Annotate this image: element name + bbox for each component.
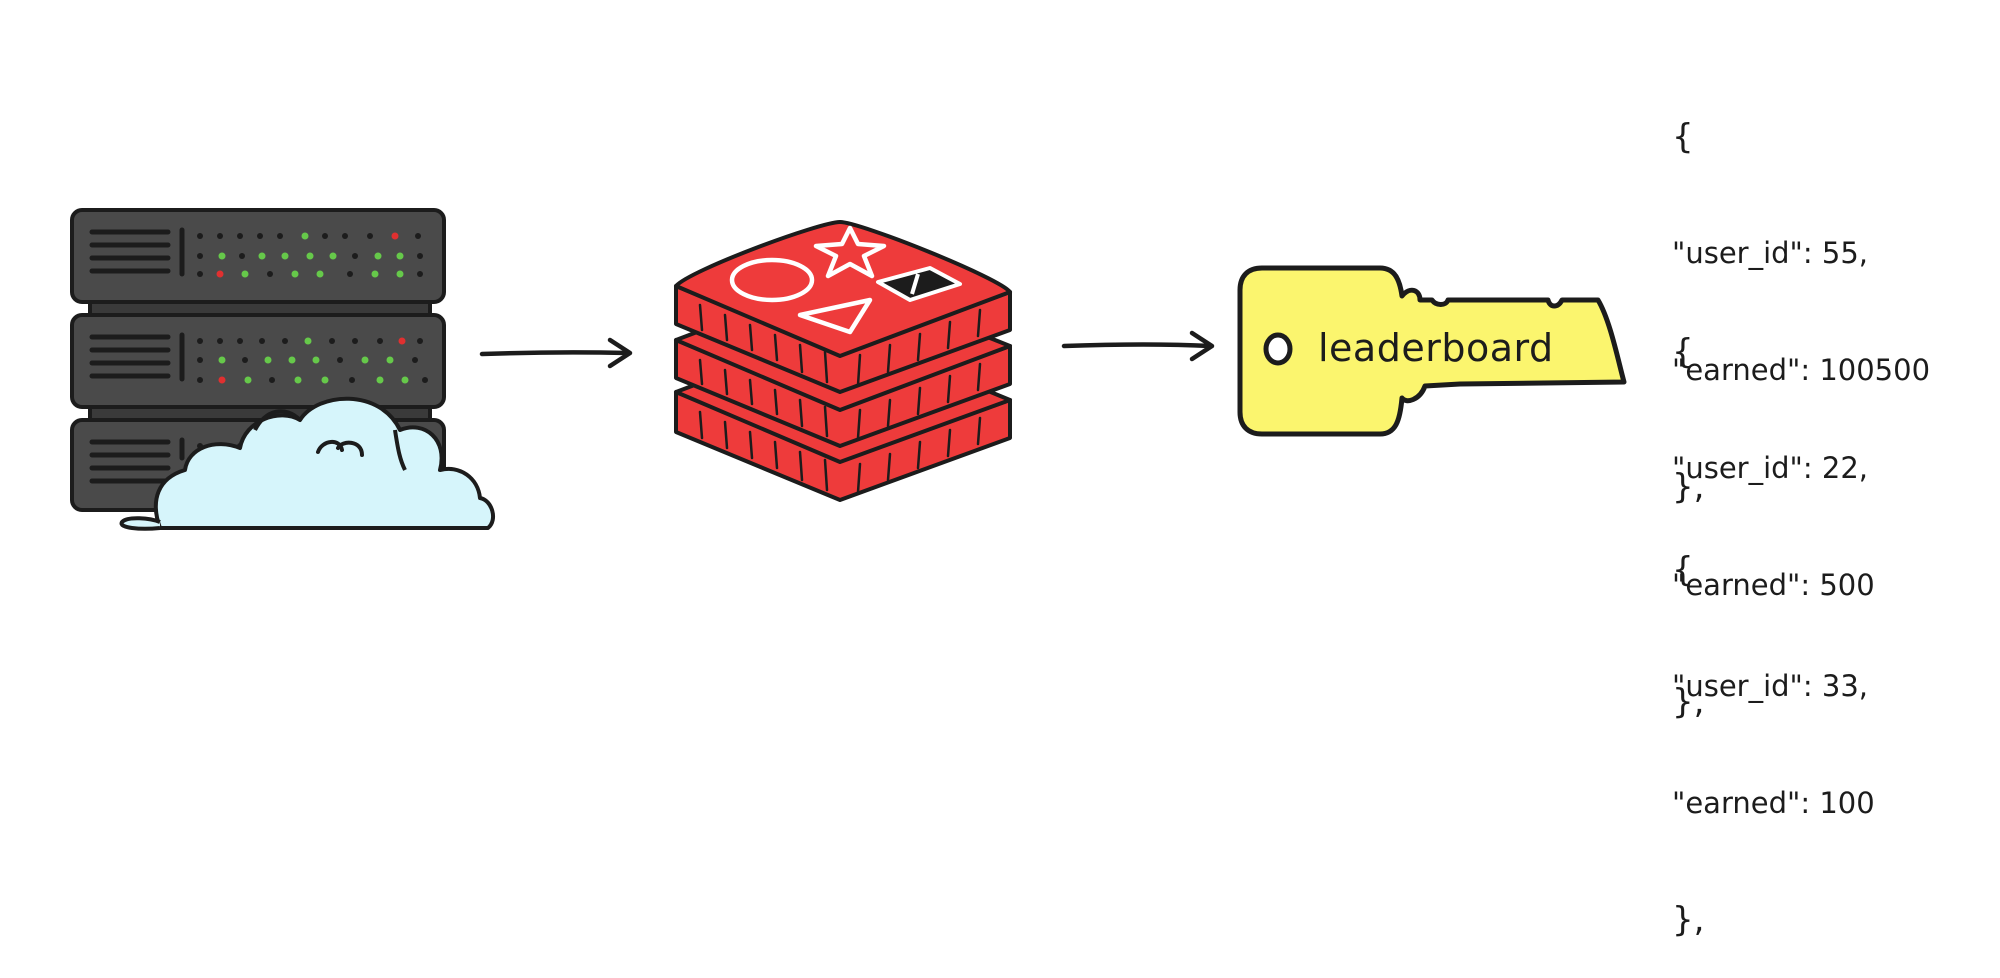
json-close-brace: }, [1672, 900, 1705, 940]
json-record: { "user_id": 22, "earned": 500 }, [1672, 255, 1875, 760]
arrow-icon [1061, 330, 1215, 362]
star-symbol [813, 225, 887, 279]
key-icon [1237, 265, 1627, 437]
json-record: { "user_id": 33, "earned": 100 }, [1672, 473, 1875, 978]
cloud-icon [119, 396, 496, 531]
key-label: leaderboard [1318, 326, 1554, 370]
json-open-brace: { [1672, 550, 1694, 590]
json-close-brace: }, [1672, 467, 1705, 507]
json-user-id: "user_id": 22, [1672, 451, 1869, 485]
json-user-id: "user_id": 55, [1672, 236, 1869, 270]
triangle-symbol [797, 297, 873, 335]
arrow-icon [479, 337, 633, 369]
json-earned: "earned": 100500 [1672, 353, 1931, 387]
redis-stack-icon [674, 220, 1012, 502]
json-earned: "earned": 100 [1672, 786, 1875, 820]
json-earned: "earned": 500 [1672, 568, 1875, 602]
json-user-id: "user_id": 33, [1672, 669, 1869, 703]
json-record: { "user_id": 55, "earned": 100500 }, [1672, 40, 1930, 545]
json-open-brace: { [1672, 332, 1694, 372]
key-hole [1263, 332, 1293, 366]
json-open-brace: { [1672, 117, 1694, 157]
diagram-canvas [70, 208, 1627, 531]
circle-symbol [729, 257, 815, 303]
diamond-symbol [876, 266, 962, 302]
